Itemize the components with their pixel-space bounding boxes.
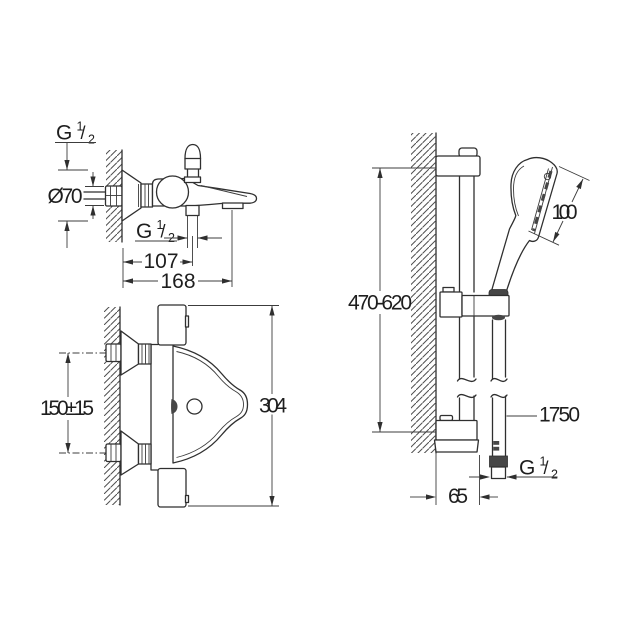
inlet-union-bottom [59, 430, 152, 476]
dim-107: 107 [122, 236, 193, 288]
thermostat-knob [155, 175, 190, 209]
aerator [221, 202, 244, 210]
handle-button [186, 398, 203, 415]
hose-end-nut [490, 466, 507, 480]
wall-union-nut [104, 185, 123, 207]
dim-470-620: 470-620 [348, 167, 436, 433]
bath-mixer-side-view: G 1 / 2 Ø70 G 1 / [48, 113, 258, 293]
inlet-union-top [59, 330, 152, 376]
dim-168-label: 168 [161, 270, 196, 293]
dim-wall-offset-label: 65 [448, 485, 468, 508]
hose-break-mark [490, 377, 508, 383]
diverter-knob [183, 143, 202, 184]
dim-thread-hose: G 1 / 2 [469, 448, 558, 482]
dim-1750: 1750 [506, 404, 580, 427]
rail-bottom-bracket [433, 414, 480, 453]
spray-face-shading [531, 170, 553, 232]
dim-304: 304 [188, 305, 287, 507]
temperature-handle [171, 345, 249, 464]
rail-break-mark [456, 393, 477, 399]
dim-107-label: 107 [144, 250, 179, 273]
shower-rail-set-view: 470-620 100 1750 G 1 / 2 [348, 132, 590, 508]
dim-100: 100 [528, 166, 590, 246]
body-slab [150, 343, 159, 471]
union-rings [140, 183, 154, 208]
body-top-cylinder [157, 304, 190, 346]
wall-hatch-rail-view [411, 132, 437, 454]
diameter-70-label: Ø70 [48, 185, 83, 208]
hand-shower [490, 156, 558, 292]
hose-crimp-mark [493, 441, 500, 445]
supply-pipe [83, 191, 107, 200]
dim-rail-length-label: 470-620 [348, 292, 412, 315]
body-bottom-cylinder [157, 467, 190, 508]
rail-break-mark [456, 377, 477, 383]
dim-head-diameter-label: 100 [552, 201, 578, 224]
dim-65: 65 [410, 453, 498, 508]
hose-break-mark [490, 393, 508, 399]
thread-label-hose: G 1 / 2 [519, 448, 558, 482]
wall-hatch-front-view [104, 306, 121, 506]
escutcheon [121, 169, 142, 222]
shower-outlet [185, 204, 200, 217]
dim-304-label: 304 [259, 395, 287, 418]
slider-holder [439, 286, 510, 321]
thread-label-top: G 1 / 2 [56, 113, 95, 147]
rail-top-bracket [435, 147, 481, 177]
dim-escutcheon-diameter: Ø70 [48, 172, 104, 219]
hose-ferrule [489, 455, 508, 468]
shower-hose [489, 319, 508, 480]
safety-stop-mark [171, 399, 178, 414]
shower-head-and-handle [490, 156, 558, 292]
thread-label-mid: G 1 / 2 [136, 211, 175, 245]
dim-thread-top: G 1 / 2 [55, 113, 96, 248]
glide-rail [456, 175, 477, 422]
spray-face-pivot [543, 172, 552, 181]
dim-150-label: 150±15 [40, 397, 94, 420]
dim-150: 150±15 [40, 353, 94, 453]
dim-thread-mid: G 1 / 2 [135, 211, 222, 248]
dim-168: 168 [123, 210, 233, 293]
hose-crimp-mark [493, 446, 500, 451]
thermostat-front-view: 150±15 304 [40, 304, 287, 508]
dim-hose-length-label: 1750 [539, 404, 580, 427]
